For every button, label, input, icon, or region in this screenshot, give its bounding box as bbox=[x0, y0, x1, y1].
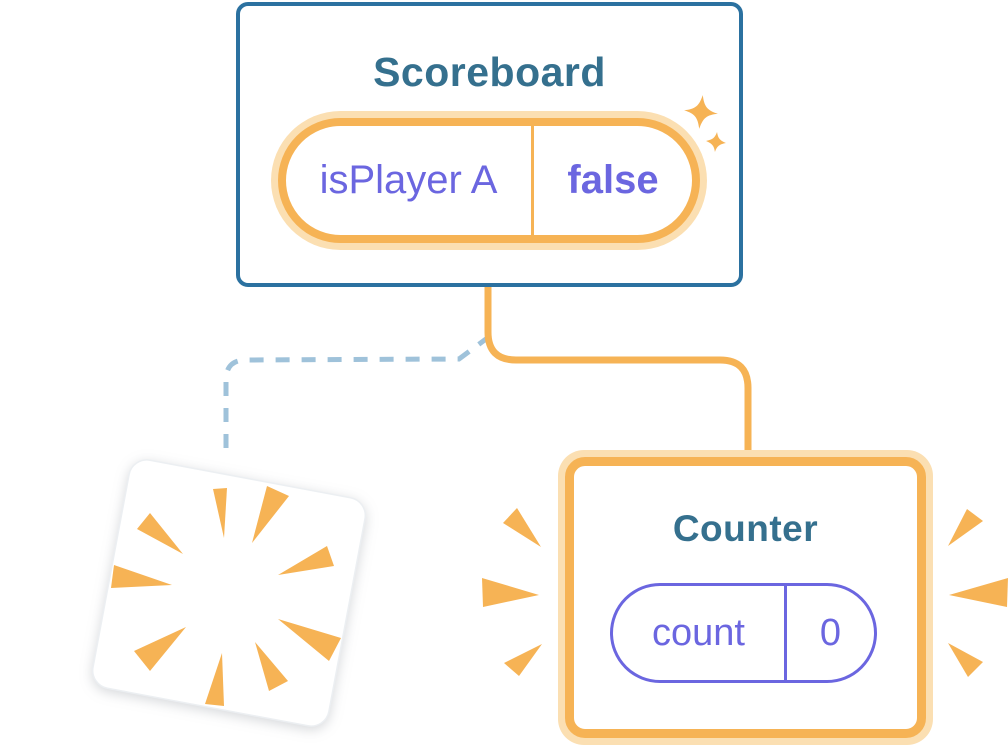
scoreboard-state-pill: isPlayer A false bbox=[278, 118, 700, 243]
state-value-label: 0 bbox=[819, 611, 842, 654]
state-key-label: isPlayer A bbox=[319, 158, 498, 202]
scoreboard-card-title: Scoreboard bbox=[373, 49, 606, 95]
poof-card-surface bbox=[91, 459, 367, 727]
scoreboard-card: Scoreboard isPlayer A false bbox=[236, 2, 743, 287]
poof-card bbox=[91, 459, 367, 727]
counter-card-title: Counter bbox=[672, 508, 819, 549]
pill-divider bbox=[784, 586, 787, 680]
state-value-label: false bbox=[567, 158, 659, 202]
poof-burst-icon bbox=[111, 486, 341, 706]
counter-card-glow: Counter count 0 bbox=[558, 450, 933, 745]
dashed-connector-line bbox=[223, 333, 492, 457]
counter-state-pill: count 0 bbox=[610, 583, 877, 683]
pill-divider bbox=[531, 126, 534, 235]
counter-card: Counter count 0 bbox=[565, 457, 926, 738]
state-key-label: count bbox=[652, 611, 745, 654]
solid-connector-line bbox=[484, 286, 752, 455]
